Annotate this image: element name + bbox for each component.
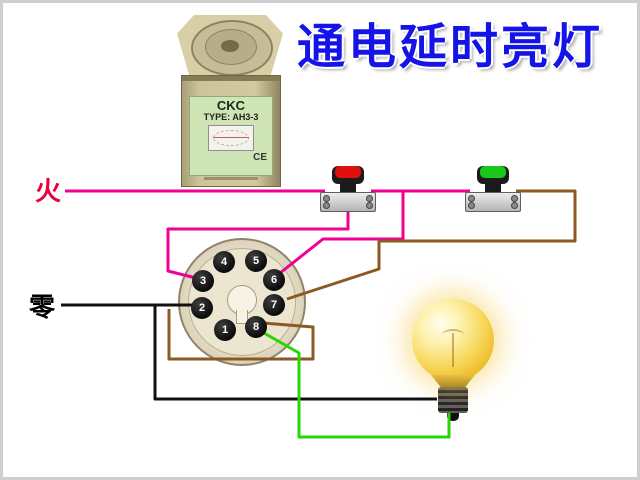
- relay-fine-print: [204, 177, 258, 180]
- socket-pin-6: 6: [263, 269, 285, 291]
- button-cap-ring: [332, 166, 364, 184]
- red-button-cap: [335, 166, 361, 178]
- relay-model: TYPE: AH3-3: [203, 112, 259, 122]
- timer-relay: CKC TYPE: AH3-3 CE: [171, 15, 289, 187]
- socket-pin-4: 4: [213, 251, 235, 273]
- screw-icon: [468, 195, 475, 202]
- relay-nameplate: CKC TYPE: AH3-3 CE: [189, 96, 273, 176]
- relay-ce-mark: CE: [253, 152, 267, 163]
- screw-icon: [323, 202, 330, 209]
- socket-pin-8: 8: [245, 316, 267, 338]
- socket-pin-2: 2: [191, 297, 213, 319]
- relay-brand: CKC: [216, 98, 246, 113]
- button-cap-ring: [477, 166, 509, 184]
- green-button-cap: [480, 166, 506, 178]
- button-mount-plate: [465, 192, 521, 212]
- relay-front-face: CKC TYPE: AH3-3 CE: [181, 75, 281, 187]
- page-title: 通电延时亮灯: [297, 21, 604, 74]
- green-start-button-station: [465, 163, 521, 212]
- screw-icon: [511, 202, 518, 209]
- bulb-contact-tip: [447, 413, 459, 421]
- neutral-wire-label: 零: [29, 292, 56, 322]
- light-bulb: [411, 299, 495, 423]
- relay-top-dial: [177, 15, 283, 77]
- button-stem: [340, 183, 356, 192]
- live-wire-label: 火: [35, 176, 62, 206]
- socket-pin-3: 3: [192, 270, 214, 292]
- screw-icon: [511, 195, 518, 202]
- screw-icon: [366, 195, 373, 202]
- red-stop-button-station: [320, 163, 376, 212]
- socket-pin-5: 5: [245, 250, 267, 272]
- socket-pin-1: 1: [214, 319, 236, 341]
- screw-icon: [366, 202, 373, 209]
- bulb-screw-base: [438, 387, 468, 413]
- socket-pin-7: 7: [263, 294, 285, 316]
- bulb-neck: [431, 375, 475, 387]
- button-mount-plate: [320, 192, 376, 212]
- screw-icon: [468, 202, 475, 209]
- bulb-glass: [412, 299, 494, 381]
- relay-pinout-diagram: [208, 125, 254, 151]
- relay-dial-center: [221, 40, 239, 52]
- button-stem: [485, 183, 501, 192]
- screw-icon: [323, 195, 330, 202]
